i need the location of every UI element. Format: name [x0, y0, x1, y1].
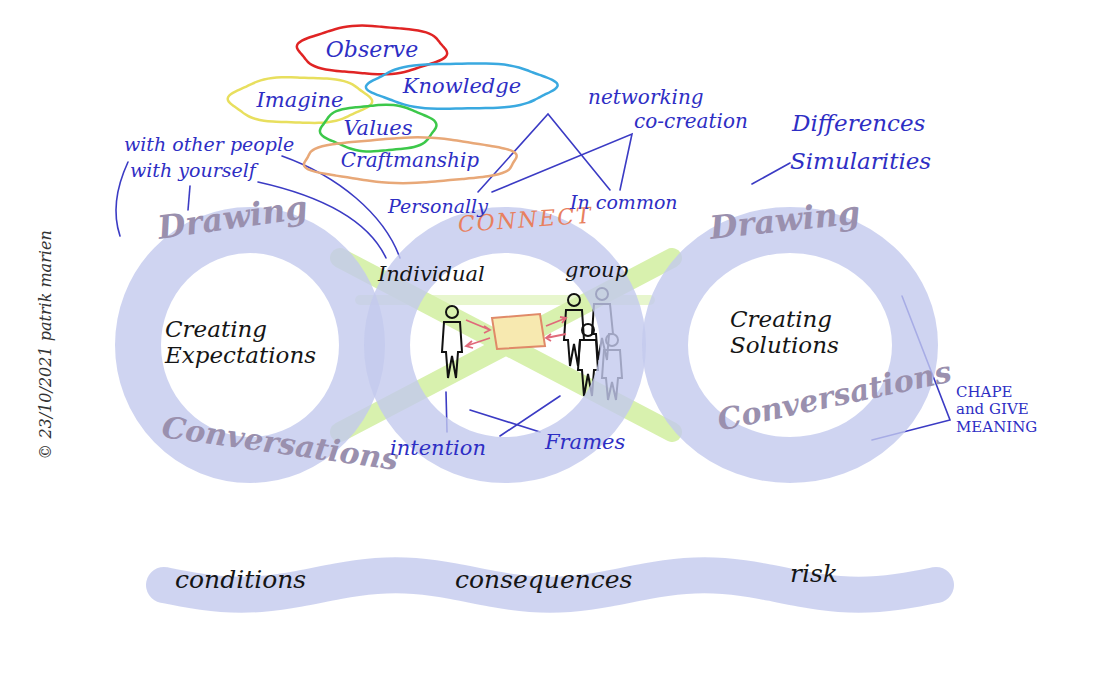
annotation-label: Simularities	[790, 148, 931, 174]
wave-band: conditions consequences risk	[150, 540, 950, 630]
annotation-label: with other people	[124, 134, 294, 156]
annotation-label: In common	[570, 192, 678, 214]
annotation-label: with yourself	[130, 160, 256, 182]
node-text: Individual	[378, 262, 485, 286]
annotation-label: Frames	[545, 430, 625, 454]
node-text: Knowledge	[403, 74, 521, 98]
cloud-bubble: Craftmanship	[300, 135, 521, 186]
person-figure	[442, 306, 462, 378]
node-text: Values	[343, 116, 412, 140]
annotation-label: Personally	[388, 196, 488, 218]
loop-ring: DrawingCreating SolutionsConversations	[640, 195, 940, 495]
copyright-note: © 23/10/2021 patrik marien	[37, 230, 55, 459]
annotation-label: networking	[588, 86, 704, 109]
cloud-outline	[304, 137, 517, 183]
annotation-label: CHAPE and GIVE MEANING	[956, 384, 1032, 436]
node-text: conditions	[175, 566, 306, 595]
annotation-label: Differences	[792, 110, 925, 136]
cloud-bubble: Observe	[295, 23, 449, 77]
cloud-outline	[366, 63, 558, 108]
node-text: Imagine	[257, 88, 344, 112]
ring-stroke	[665, 230, 915, 460]
node-text: group	[565, 258, 628, 282]
node-text: risk	[790, 560, 838, 589]
node-text: consequences	[455, 566, 632, 595]
node-text: Observe	[326, 37, 418, 62]
loop-ring: DrawingCreating ExpectationsConversation…	[105, 195, 395, 495]
cloud-outline	[297, 26, 447, 75]
annotation-label: co-creation	[634, 110, 748, 133]
node-text: Creating Solutions	[730, 306, 880, 359]
annotation-label: intention	[390, 436, 486, 460]
node-text: Creating Expectations	[165, 316, 365, 369]
shared-sheet	[466, 314, 566, 349]
node-text: Craftmanship	[341, 149, 479, 172]
